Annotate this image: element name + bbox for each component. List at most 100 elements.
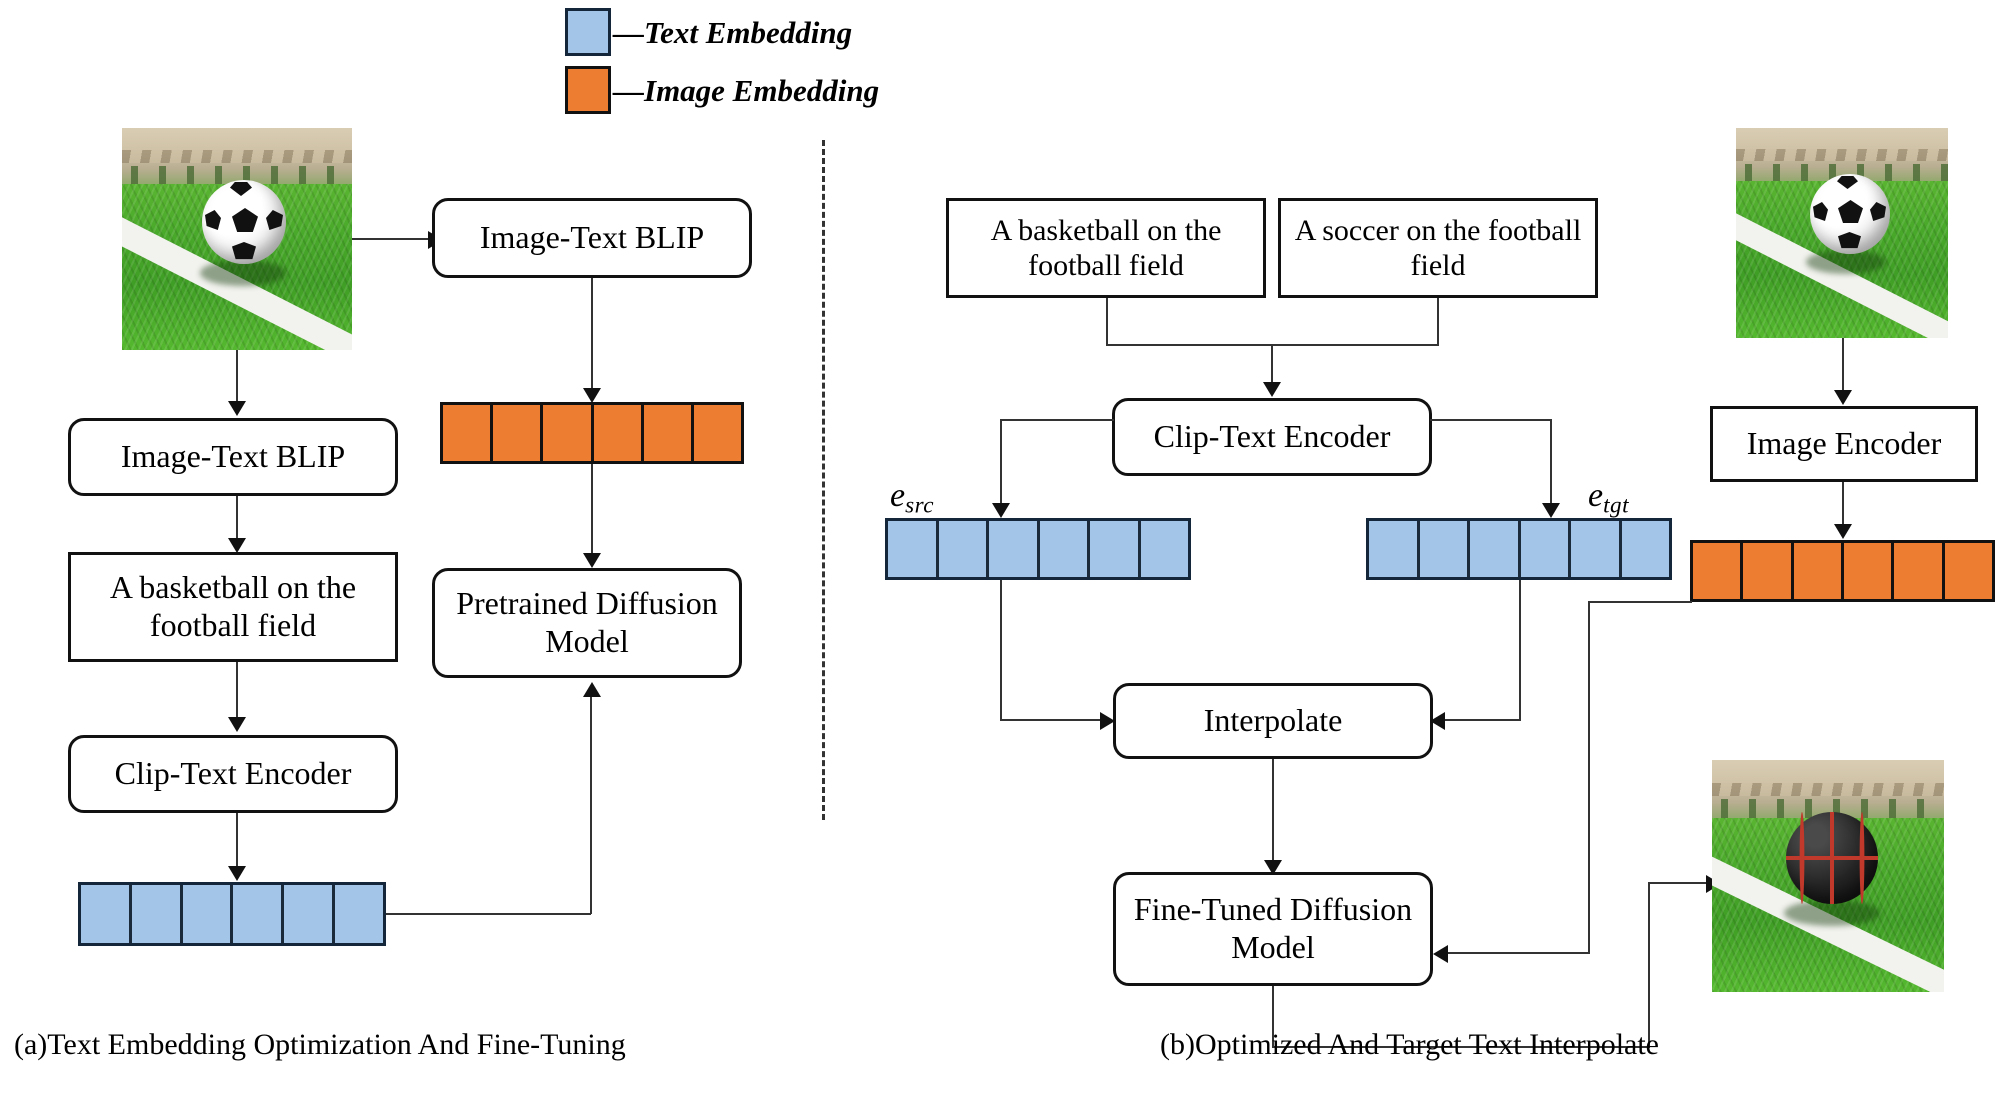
edge-clip-to-esrc-h (1000, 419, 1114, 421)
edge-esrc-to-interpolate-h (1000, 719, 1105, 721)
arrowhead-input-image-to-encoder (1834, 390, 1852, 405)
edge-interpolate-to-finetuned (1272, 759, 1274, 867)
panel-a-prompt-box[interactable]: A basketball on the football field (68, 552, 398, 662)
panel-a-text-embedding (78, 882, 386, 946)
edge-etgt-to-interpolate-v (1519, 580, 1521, 720)
text-embedding-cell (284, 885, 336, 943)
legend-label-image-embedding: —Image Embedding (613, 73, 880, 108)
panel-a-pretrained-diffusion-label: Pretrained Diffusion Model (456, 585, 718, 659)
arrowhead-merge-to-clip (1263, 382, 1281, 397)
panel-a-clip-text-encoder[interactable]: Clip-Text Encoder (68, 735, 398, 813)
edge-clip-to-etgt-v (1550, 419, 1552, 509)
panel-a-clip-text-encoder-label: Clip-Text Encoder (114, 755, 352, 792)
arrowhead-photo-to-blip-left (228, 401, 246, 416)
arrowhead-image-embedding-to-pretrained (583, 553, 601, 568)
arrowhead-clip-to-etgt (1542, 503, 1560, 518)
edge-image-embedding-to-pretrained (591, 464, 593, 560)
panel-a-image-embedding (440, 402, 744, 464)
photo-soccer-ball-b (1810, 174, 1890, 254)
image-embedding-cell (643, 405, 694, 461)
esrc-embedding-cell (888, 521, 939, 577)
text-embedding-cell (131, 885, 183, 943)
photo-soccer-ball (202, 180, 286, 264)
panel-a-blip-left[interactable]: Image-Text BLIP (68, 418, 398, 496)
arrowhead-blip-left-to-prompt (228, 538, 246, 553)
panel-b-clip-text-encoder-label: Clip-Text Encoder (1153, 418, 1391, 455)
edge-finetuned-to-output-h1 (1272, 1046, 1650, 1048)
image-embedding-cell (1693, 543, 1744, 599)
panel-b-interpolate[interactable]: Interpolate (1113, 683, 1433, 759)
edge-finetuned-to-output-v2 (1648, 882, 1650, 1048)
panel-b-interpolate-label: Interpolate (1203, 702, 1343, 739)
image-embedding-cell (1743, 543, 1794, 599)
text-embedding-cell (233, 885, 285, 943)
photo-treeline-c (1712, 799, 1944, 821)
edge-target-prompt-down (1437, 298, 1439, 345)
arrowhead-prompt-to-clip (228, 717, 246, 732)
edge-finetuned-to-output-h2 (1648, 882, 1710, 884)
image-embedding-cell (1793, 543, 1844, 599)
panel-b-clip-text-encoder[interactable]: Clip-Text Encoder (1112, 398, 1432, 476)
arrowhead-encoder-to-image-embedding (1834, 524, 1852, 539)
edge-clip-to-esrc-v (1000, 419, 1002, 509)
panel-a-pretrained-diffusion[interactable]: Pretrained Diffusion Model (432, 568, 742, 678)
etgt-embedding-cell (1369, 521, 1420, 577)
edge-text-embedding-to-pretrained-h (386, 913, 591, 915)
panel-b-fine-tuned-diffusion-label: Fine-Tuned Diffusion Model (1133, 891, 1413, 965)
image-embedding-cell (1944, 543, 1992, 599)
photo-ball-shadow-c (1784, 900, 1880, 926)
text-embedding-cell (182, 885, 234, 943)
image-embedding-cell (1894, 543, 1945, 599)
edge-image-embedding-to-finetuned-h1 (1588, 601, 1692, 603)
text-embedding-cell (335, 885, 383, 943)
image-embedding-cell (693, 405, 742, 461)
arrowhead-blip-to-image-embedding (583, 388, 601, 403)
esrc-embedding-cell (1039, 521, 1090, 577)
panel-b-etgt-label: etgt (1588, 477, 1629, 519)
photo-basketball (1786, 812, 1878, 904)
image-embedding-cell (493, 405, 544, 461)
arrowhead-interpolate-to-finetuned (1264, 860, 1282, 875)
panel-a-prompt-label: A basketball on the football field (109, 569, 357, 643)
panel-divider (822, 140, 825, 820)
panel-b-fine-tuned-diffusion[interactable]: Fine-Tuned Diffusion Model (1113, 872, 1433, 986)
arrowhead-clip-to-esrc (992, 503, 1010, 518)
panel-b-source-prompt[interactable]: A basketball on the football field (946, 198, 1266, 298)
image-embedding-cell (543, 405, 594, 461)
edge-image-embedding-to-finetuned-v (1588, 601, 1590, 953)
arrowhead-esrc-to-interpolate (1100, 712, 1115, 730)
edge-esrc-to-interpolate-v (1000, 580, 1002, 720)
panel-b-caption: (b)Optimized And Target Text Interpolate (1160, 1028, 1659, 1061)
edge-blip-left-to-prompt (236, 496, 238, 544)
panel-b-image-embedding (1690, 540, 1995, 602)
etgt-embedding-cell (1419, 521, 1470, 577)
panel-a-blip-top[interactable]: Image-Text BLIP (432, 198, 752, 278)
photo-ball-shadow (200, 260, 286, 286)
image-embedding-cell (443, 405, 494, 461)
edge-prompt-to-clip (236, 662, 238, 724)
panel-b-input-image (1736, 128, 1948, 338)
panel-b-esrc-label: esrc (890, 477, 934, 519)
image-embedding-cell (593, 405, 644, 461)
edge-clip-to-text-embedding (236, 813, 238, 871)
legend-swatch-image-embedding (565, 66, 611, 114)
panel-b-image-encoder[interactable]: Image Encoder (1710, 406, 1978, 482)
esrc-embedding-cell (1140, 521, 1188, 577)
photo-treeline (122, 165, 352, 186)
legend-swatch-text-embedding (565, 8, 611, 56)
legend-dash-1: — (613, 15, 644, 50)
panel-b-target-prompt[interactable]: A soccer on the football field (1278, 198, 1598, 298)
edge-blip-to-image-embedding (591, 278, 593, 393)
panel-a-source-image (122, 128, 352, 350)
edge-text-embedding-to-pretrained-v (590, 697, 592, 914)
arrowhead-clip-to-text-embedding (228, 866, 246, 881)
edge-clip-to-etgt-h (1430, 419, 1552, 421)
esrc-embedding-cell (989, 521, 1040, 577)
etgt-embedding-cell (1470, 521, 1521, 577)
edge-photo-to-blip-left (236, 350, 238, 406)
panel-a-blip-left-label: Image-Text BLIP (120, 438, 346, 475)
photo-treeline-b (1736, 163, 1948, 183)
panel-b-esrc-embedding (885, 518, 1191, 580)
etgt-embedding-cell (1520, 521, 1571, 577)
